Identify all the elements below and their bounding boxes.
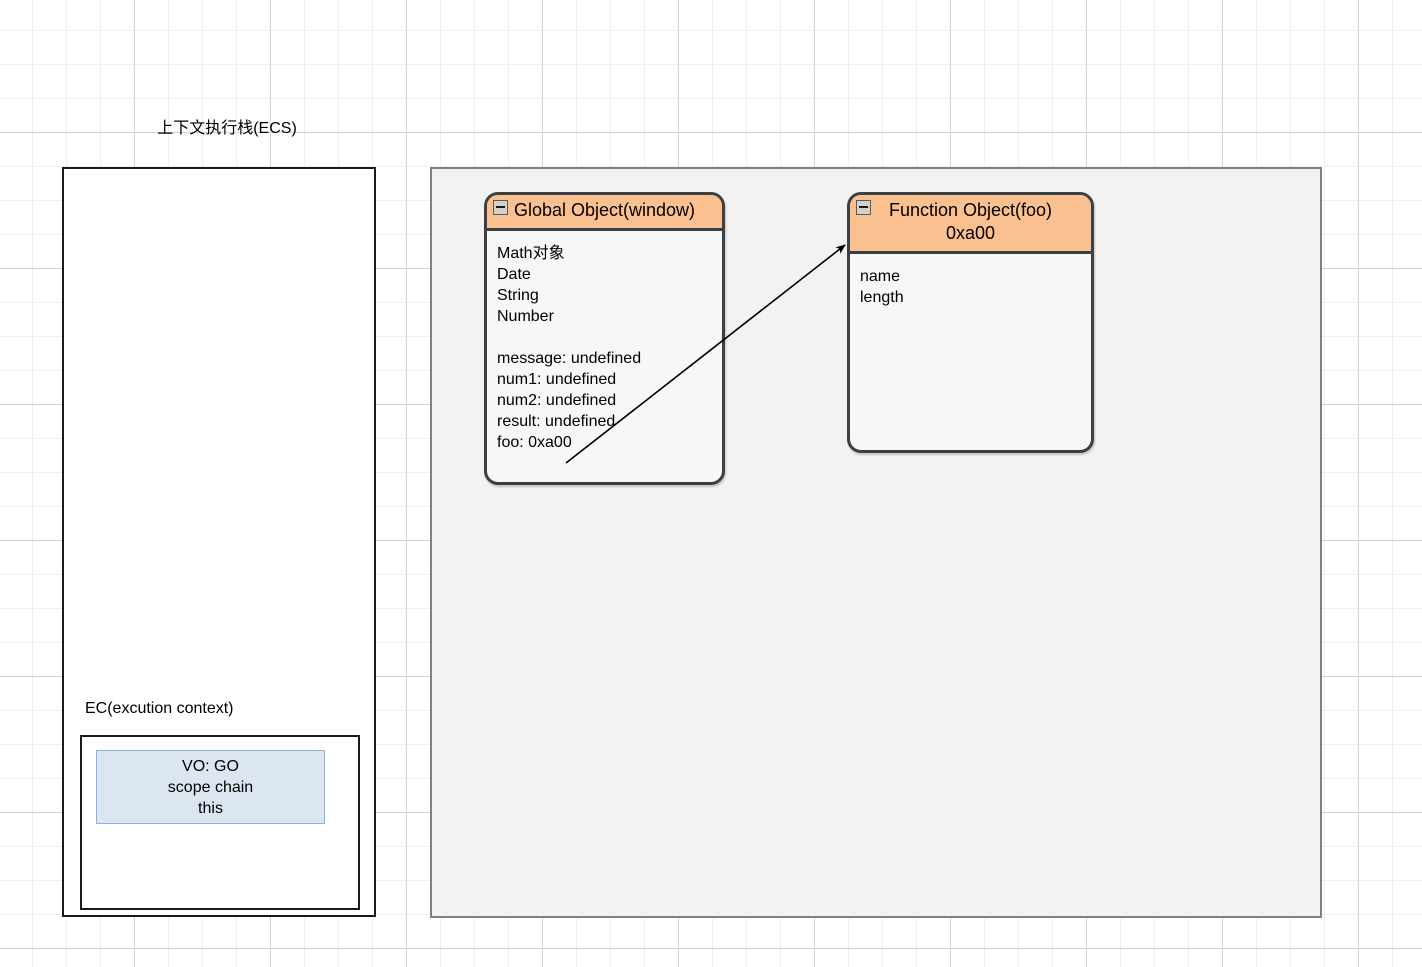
- function-object-address: 0xa00: [945, 223, 996, 243]
- execution-context-label: EC(excution context): [85, 700, 234, 717]
- global-prop-math: Math对象: [497, 245, 565, 262]
- global-prop-num2: num2: undefined: [497, 392, 617, 409]
- global-prop-foo: foo: 0xa00: [497, 434, 572, 451]
- global-object-header: Global Object(window): [487, 195, 722, 231]
- minus-square-icon[interactable]: [493, 200, 508, 215]
- vo-line-this: this: [198, 799, 223, 817]
- function-prop-name: name: [860, 268, 901, 285]
- global-prop-result: result: undefined: [497, 413, 616, 430]
- vo-line-vo: VO: GO: [182, 757, 239, 775]
- function-object-card: Function Object(foo) 0xa00 name length: [847, 192, 1094, 453]
- function-object-header: Function Object(foo) 0xa00: [850, 195, 1091, 254]
- global-prop-num1: num1: undefined: [497, 371, 617, 388]
- function-prop-length: length: [860, 289, 904, 306]
- global-object-body: Math对象 Date String Number message: undef…: [487, 231, 722, 453]
- ecs-title: 上下文执行栈(ECS): [157, 120, 297, 137]
- global-prop-message: message: undefined: [497, 350, 642, 367]
- global-prop-spacer: [497, 327, 722, 348]
- global-prop-number: Number: [497, 308, 554, 325]
- variable-object-box: VO: GO scope chain this: [96, 750, 325, 824]
- global-prop-string: String: [497, 287, 539, 304]
- global-object-card: Global Object(window) Math对象 Date String…: [484, 192, 725, 485]
- function-object-title: Function Object(foo): [888, 200, 1053, 220]
- vo-line-scope-chain: scope chain: [167, 778, 254, 796]
- global-prop-date: Date: [497, 266, 531, 283]
- function-object-body: name length: [850, 254, 1091, 308]
- minus-square-icon[interactable]: [856, 200, 871, 215]
- global-object-title: Global Object(window): [513, 200, 696, 220]
